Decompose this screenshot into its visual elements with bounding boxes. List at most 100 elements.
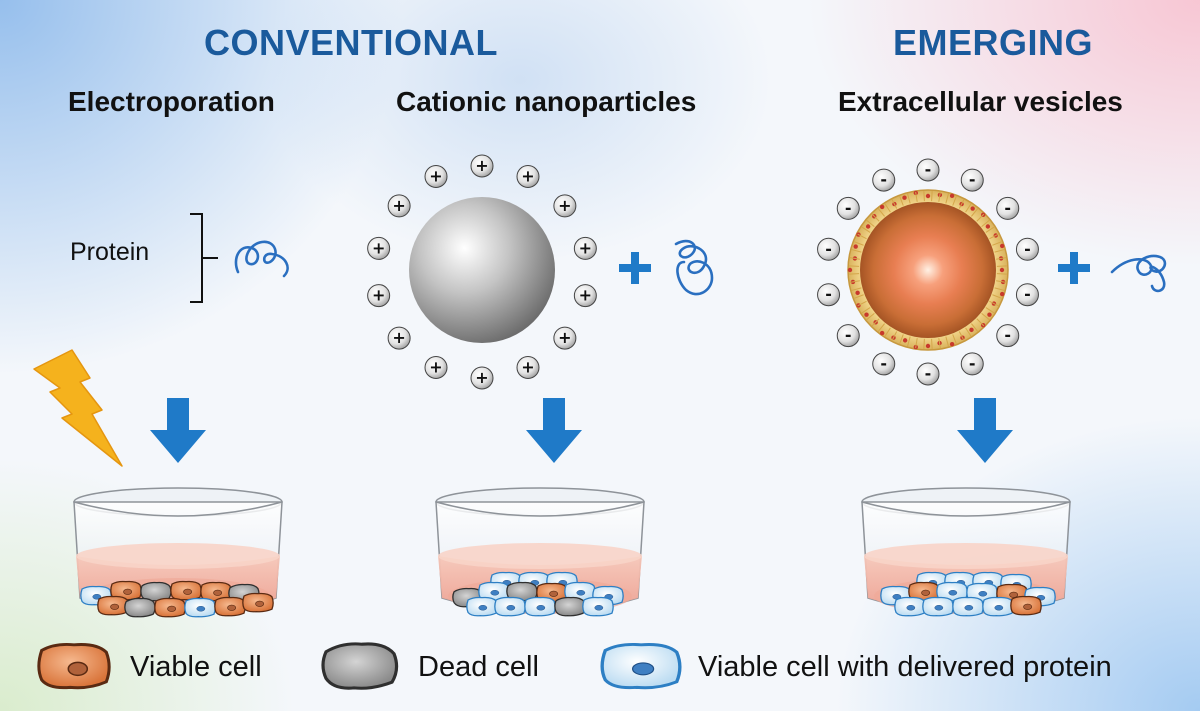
lipid-bilayer — [861, 226, 871, 233]
lipid-bilayer — [877, 323, 885, 332]
down-arrow-icon — [150, 398, 1013, 463]
positive-charge: + — [516, 356, 540, 380]
positive-charge: + — [553, 194, 577, 218]
lipid-bilayer — [965, 327, 972, 337]
svg-text:-: - — [845, 326, 852, 345]
lipid-bilayer — [976, 318, 985, 327]
viable-cell — [97, 595, 129, 616]
lipid-bilayer — [849, 257, 860, 260]
lipid-bilayer — [985, 307, 995, 314]
lipid-bilayer — [994, 287, 1005, 291]
svg-text:+: + — [429, 166, 442, 185]
lipid-bilayer — [923, 338, 925, 349]
method-cationic-nanoparticles: Cationic nanoparticles — [396, 86, 697, 117]
lipid-bilayer — [996, 265, 1007, 267]
lipid-bilayer — [981, 219, 990, 227]
positive-charge: + — [573, 284, 597, 308]
category-conventional: CONVENTIONAL — [204, 22, 498, 63]
delivered-cell — [184, 597, 216, 618]
petri-dish — [435, 487, 645, 617]
positive-charge: + — [424, 164, 448, 188]
positive-charge: + — [470, 366, 494, 390]
negative-charge: - — [916, 362, 940, 386]
viable-cell-icon — [37, 642, 111, 690]
membrane-protein — [969, 327, 974, 333]
protein-strand-icon — [1110, 254, 1167, 293]
svg-text:+: + — [392, 196, 405, 215]
protein-strand-icon — [674, 239, 714, 296]
lipid-bilayer — [884, 203, 891, 213]
delivered-cell — [524, 596, 556, 617]
lipid-bilayer — [971, 208, 979, 217]
svg-text:-: - — [845, 198, 852, 217]
negative-charge: - — [996, 196, 1020, 220]
lipid-bilayer — [971, 323, 979, 332]
membrane-protein — [902, 195, 907, 200]
svg-text:+: + — [475, 368, 488, 387]
membrane-protein — [987, 312, 992, 317]
negative-charge: - — [960, 352, 984, 376]
svg-text:-: - — [880, 170, 887, 189]
positive-charge: + — [553, 326, 577, 350]
negative-charge: - — [872, 168, 896, 192]
delivered-cell — [952, 596, 984, 617]
membrane-protein — [865, 224, 871, 229]
lipid-bilayer — [992, 294, 1002, 299]
negative-charge: - — [817, 283, 841, 307]
lipid-bilayer — [915, 191, 918, 202]
dead-cell — [124, 597, 156, 618]
lipid-bilayer — [945, 193, 949, 204]
svg-text:+: + — [475, 156, 488, 175]
petri-dish — [861, 487, 1071, 617]
delivered-cell — [494, 596, 526, 617]
negative-charge: - — [817, 237, 841, 261]
svg-text:-: - — [969, 170, 976, 189]
svg-text:-: - — [1024, 285, 1031, 304]
negative-charge: - — [1015, 283, 1039, 307]
lipid-bilayer — [857, 233, 867, 240]
lipid-bilayer — [849, 280, 860, 283]
delivered-cell — [466, 596, 498, 617]
petri-dish — [73, 487, 283, 618]
lipid-bilayer — [871, 213, 880, 222]
delivered-cell — [894, 596, 926, 617]
positive-charge: + — [424, 356, 448, 380]
membrane-protein — [970, 206, 975, 211]
lipid-bilayer — [884, 327, 891, 337]
lipid-bilayer — [907, 336, 911, 347]
protein-bracket — [190, 213, 218, 303]
viable-cell — [1010, 595, 1042, 616]
legend-viable-cell: Viable cell — [130, 651, 262, 683]
lipid-bilayer — [857, 300, 867, 307]
membrane-protein — [925, 343, 931, 349]
svg-text:+: + — [392, 328, 405, 347]
svg-text:+: + — [558, 196, 571, 215]
membrane-protein — [999, 267, 1005, 273]
lipid-bilayer — [931, 191, 933, 202]
lipid-bilayer — [985, 226, 995, 233]
negative-charge: - — [996, 324, 1020, 348]
svg-text:-: - — [880, 354, 887, 373]
viable-cell — [242, 592, 274, 613]
lipid-bilayer — [877, 208, 885, 217]
lipid-bilayer — [952, 334, 957, 344]
lipid-bilayer — [945, 336, 949, 347]
lipid-bilayer — [891, 199, 898, 209]
lipid-bilayer — [923, 191, 925, 202]
lipid-bilayer — [871, 318, 880, 327]
lipid-bilayer — [851, 249, 862, 253]
cationic-nanoparticle — [409, 197, 555, 343]
lipid-bilayer — [965, 203, 972, 213]
positive-charge: + — [367, 236, 391, 260]
positive-charge: + — [470, 154, 494, 178]
membrane-protein — [925, 193, 931, 199]
svg-text:+: + — [579, 286, 592, 305]
negative-charge: - — [836, 324, 860, 348]
positive-charge: + — [573, 236, 597, 260]
method-electroporation: Electroporation — [68, 86, 275, 117]
dead-cell — [554, 596, 586, 617]
delivered-cell — [922, 596, 954, 617]
svg-text:-: - — [925, 364, 932, 383]
delivered-cell — [982, 596, 1014, 617]
